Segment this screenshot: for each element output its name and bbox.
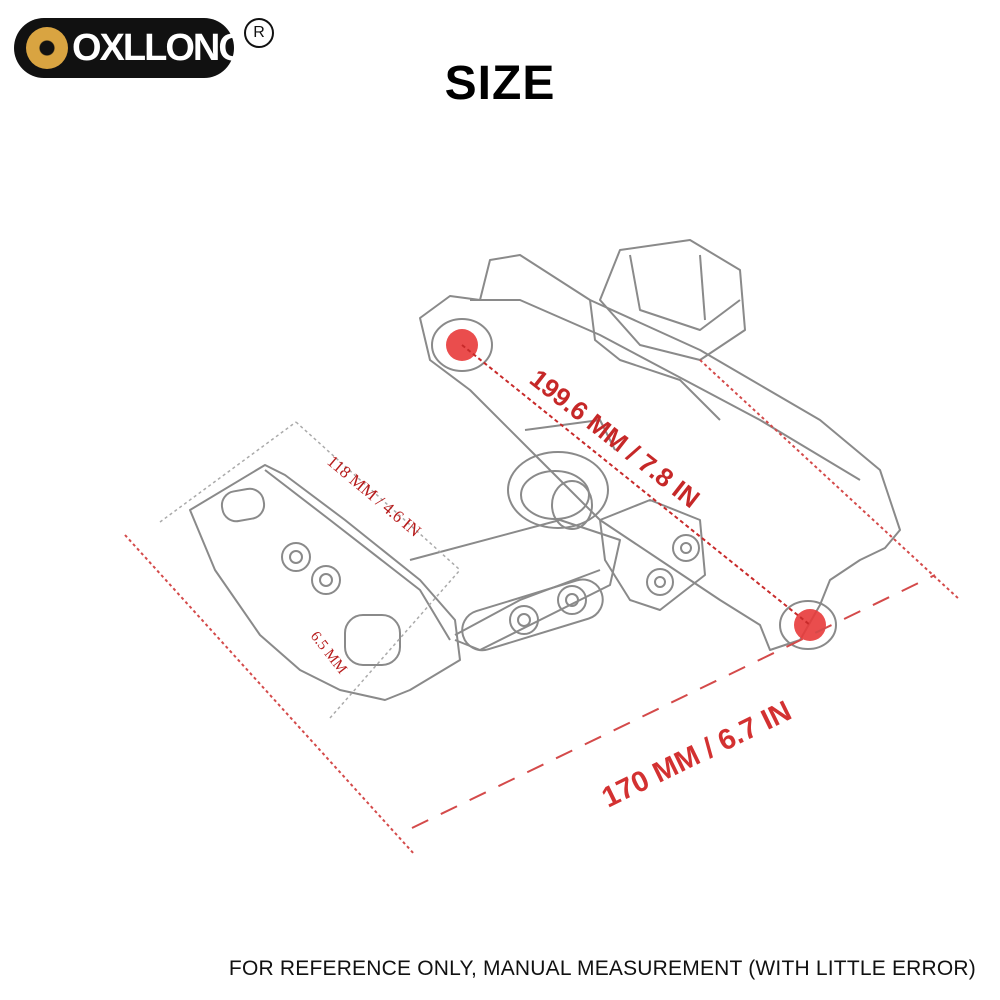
- brand-logo: OXLLONG R: [12, 14, 274, 80]
- logo-disc-icon: [26, 27, 68, 69]
- plate-extension-bottom: [329, 569, 461, 719]
- width-extension-left: [124, 534, 416, 856]
- plate-height-line: [295, 421, 461, 571]
- registered-mark: R: [244, 18, 274, 48]
- diagonal-dimension-line: [461, 344, 811, 626]
- logo-text: OXLLONG: [72, 27, 248, 69]
- diagonal-dimension-label: 199.6 MM / 7.8 IN: [524, 363, 705, 514]
- measurement-footnote: FOR REFERENCE ONLY, MANUAL MEASUREMENT (…: [228, 957, 976, 980]
- plate-extension-top: [159, 421, 297, 523]
- dimension-markers: [124, 329, 961, 856]
- bracket-outline: [189, 239, 901, 701]
- slot-width-label: 6.5 MM: [307, 629, 350, 678]
- width-extension-right: [699, 359, 961, 601]
- mount-hole-right: [794, 609, 826, 641]
- width-dimension-label: 170 MM / 6.7 IN: [597, 695, 796, 814]
- page-title: SIZE: [444, 57, 556, 110]
- width-dimension-line: [411, 574, 936, 829]
